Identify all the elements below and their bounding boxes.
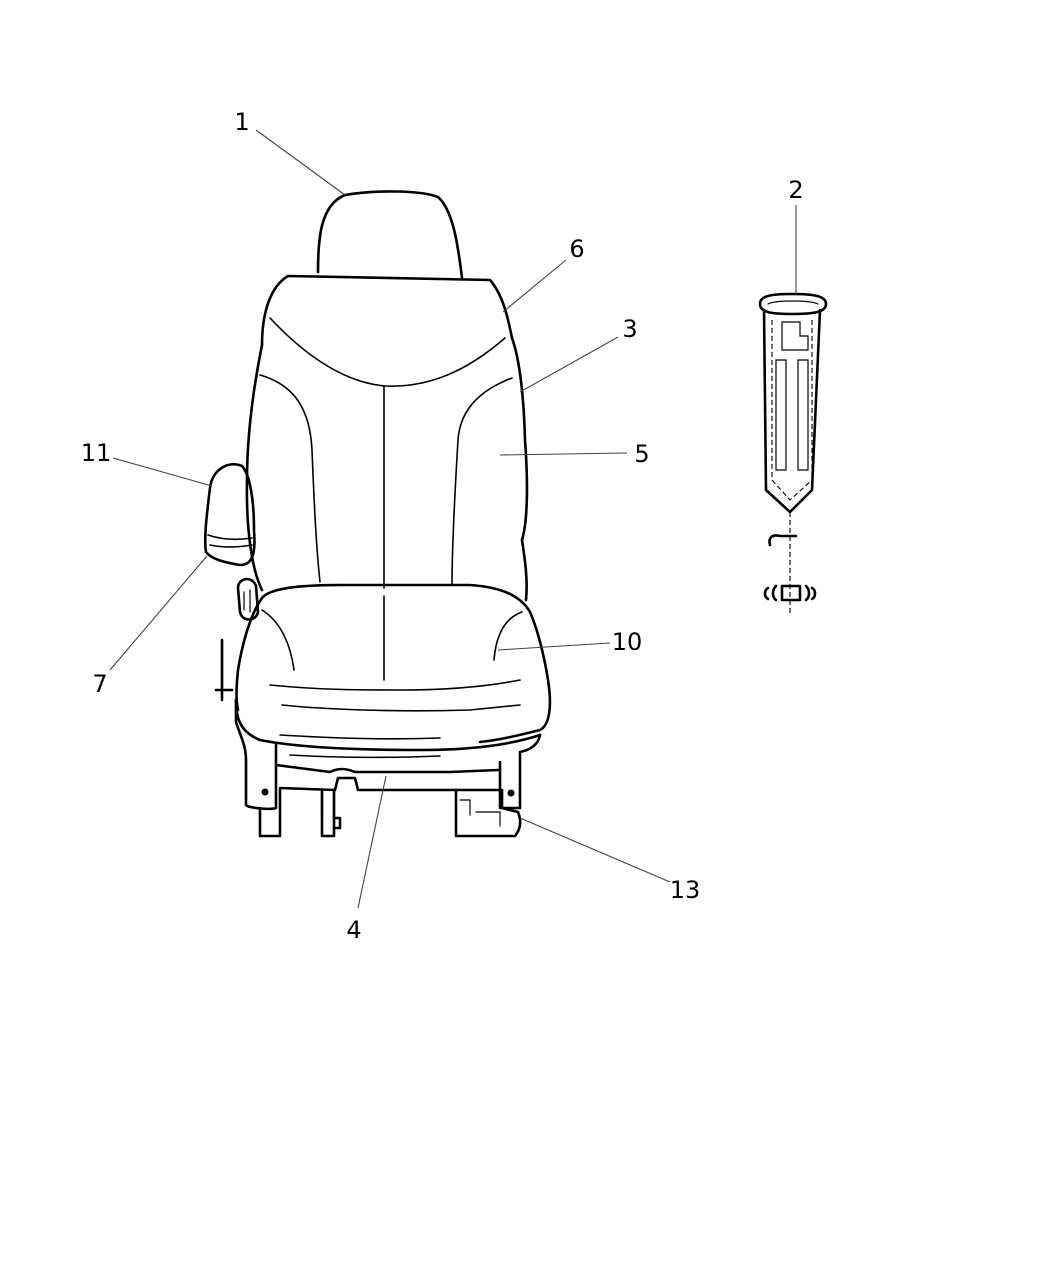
riser-frame (274, 763, 500, 774)
buckle-top-opening (758, 292, 828, 316)
seat-back-upper-seam (269, 317, 506, 387)
armrest-mount-inner (243, 589, 251, 613)
seat-back-left-edge (245, 343, 264, 592)
leader-6 (502, 259, 567, 313)
leader-lines (109, 129, 797, 909)
callout-3: 3 (622, 315, 637, 343)
left-side-rail (214, 638, 278, 811)
seat-assembly (203, 190, 552, 838)
leader-3 (519, 336, 619, 393)
leader-13 (519, 817, 671, 883)
callout-10: 10 (612, 628, 643, 656)
seat-lower-trim-line-2 (289, 754, 441, 759)
buckle-latch-slot-right (797, 359, 809, 471)
buckle-washer-right (804, 584, 817, 602)
seat-cushion-front-seam (269, 679, 521, 691)
left-rear-leg (320, 788, 342, 838)
buckle-latch-slot-left (775, 359, 787, 471)
seat-cushion-right-bolster-seam (493, 611, 523, 661)
callout-13: 13 (670, 876, 701, 904)
seat-cushion-left-bolster-seam (261, 609, 295, 671)
right-bracket-bolt (507, 789, 515, 797)
callouts: 1 2 3 4 5 6 7 10 11 13 (81, 108, 804, 944)
right-foot-detail (459, 799, 501, 827)
armrest-front-seam-2 (209, 544, 253, 548)
buckle-anchor-nut (780, 584, 802, 602)
seat-belt-buckle (758, 292, 828, 615)
riser-lower-edge (278, 776, 500, 792)
callout-7: 7 (92, 670, 107, 698)
seat-cushion (260, 583, 552, 744)
left-front-leg (258, 788, 282, 838)
seat-back-right-bolster-seam (451, 377, 513, 586)
callout-2: 2 (788, 176, 803, 204)
seat-back-left-bolster-seam (259, 374, 321, 583)
leader-7 (109, 555, 208, 671)
headrest (316, 190, 464, 280)
leader-1 (255, 129, 346, 196)
leader-5 (499, 452, 628, 456)
leader-4 (357, 775, 387, 909)
callout-11: 11 (81, 439, 112, 467)
callout-4: 4 (346, 916, 361, 944)
left-bracket-bolt (261, 788, 269, 796)
buckle-washer-left (763, 584, 778, 602)
seat-back-shell (260, 274, 529, 542)
buckle-latch-window (781, 321, 809, 351)
buckle-top-opening-inner (767, 300, 819, 305)
seat-lower-shroud (234, 698, 542, 752)
callout-6: 6 (569, 235, 584, 263)
leader-11 (112, 457, 213, 487)
buckle-body-dashed-inner (771, 320, 813, 501)
callout-5: 5 (634, 440, 649, 468)
callout-1: 1 (234, 108, 249, 136)
buckle-hook (768, 534, 798, 547)
leader-10 (497, 642, 611, 651)
right-side-rail (498, 733, 542, 810)
armrest-mount (236, 577, 260, 621)
armrest (203, 463, 256, 567)
seat-lower-trim-line (279, 734, 441, 740)
seat-cushion-front-seam-2 (281, 704, 521, 712)
seat-back-right-rear (520, 538, 528, 602)
armrest-front-seam (207, 534, 253, 541)
right-foot (454, 788, 522, 838)
